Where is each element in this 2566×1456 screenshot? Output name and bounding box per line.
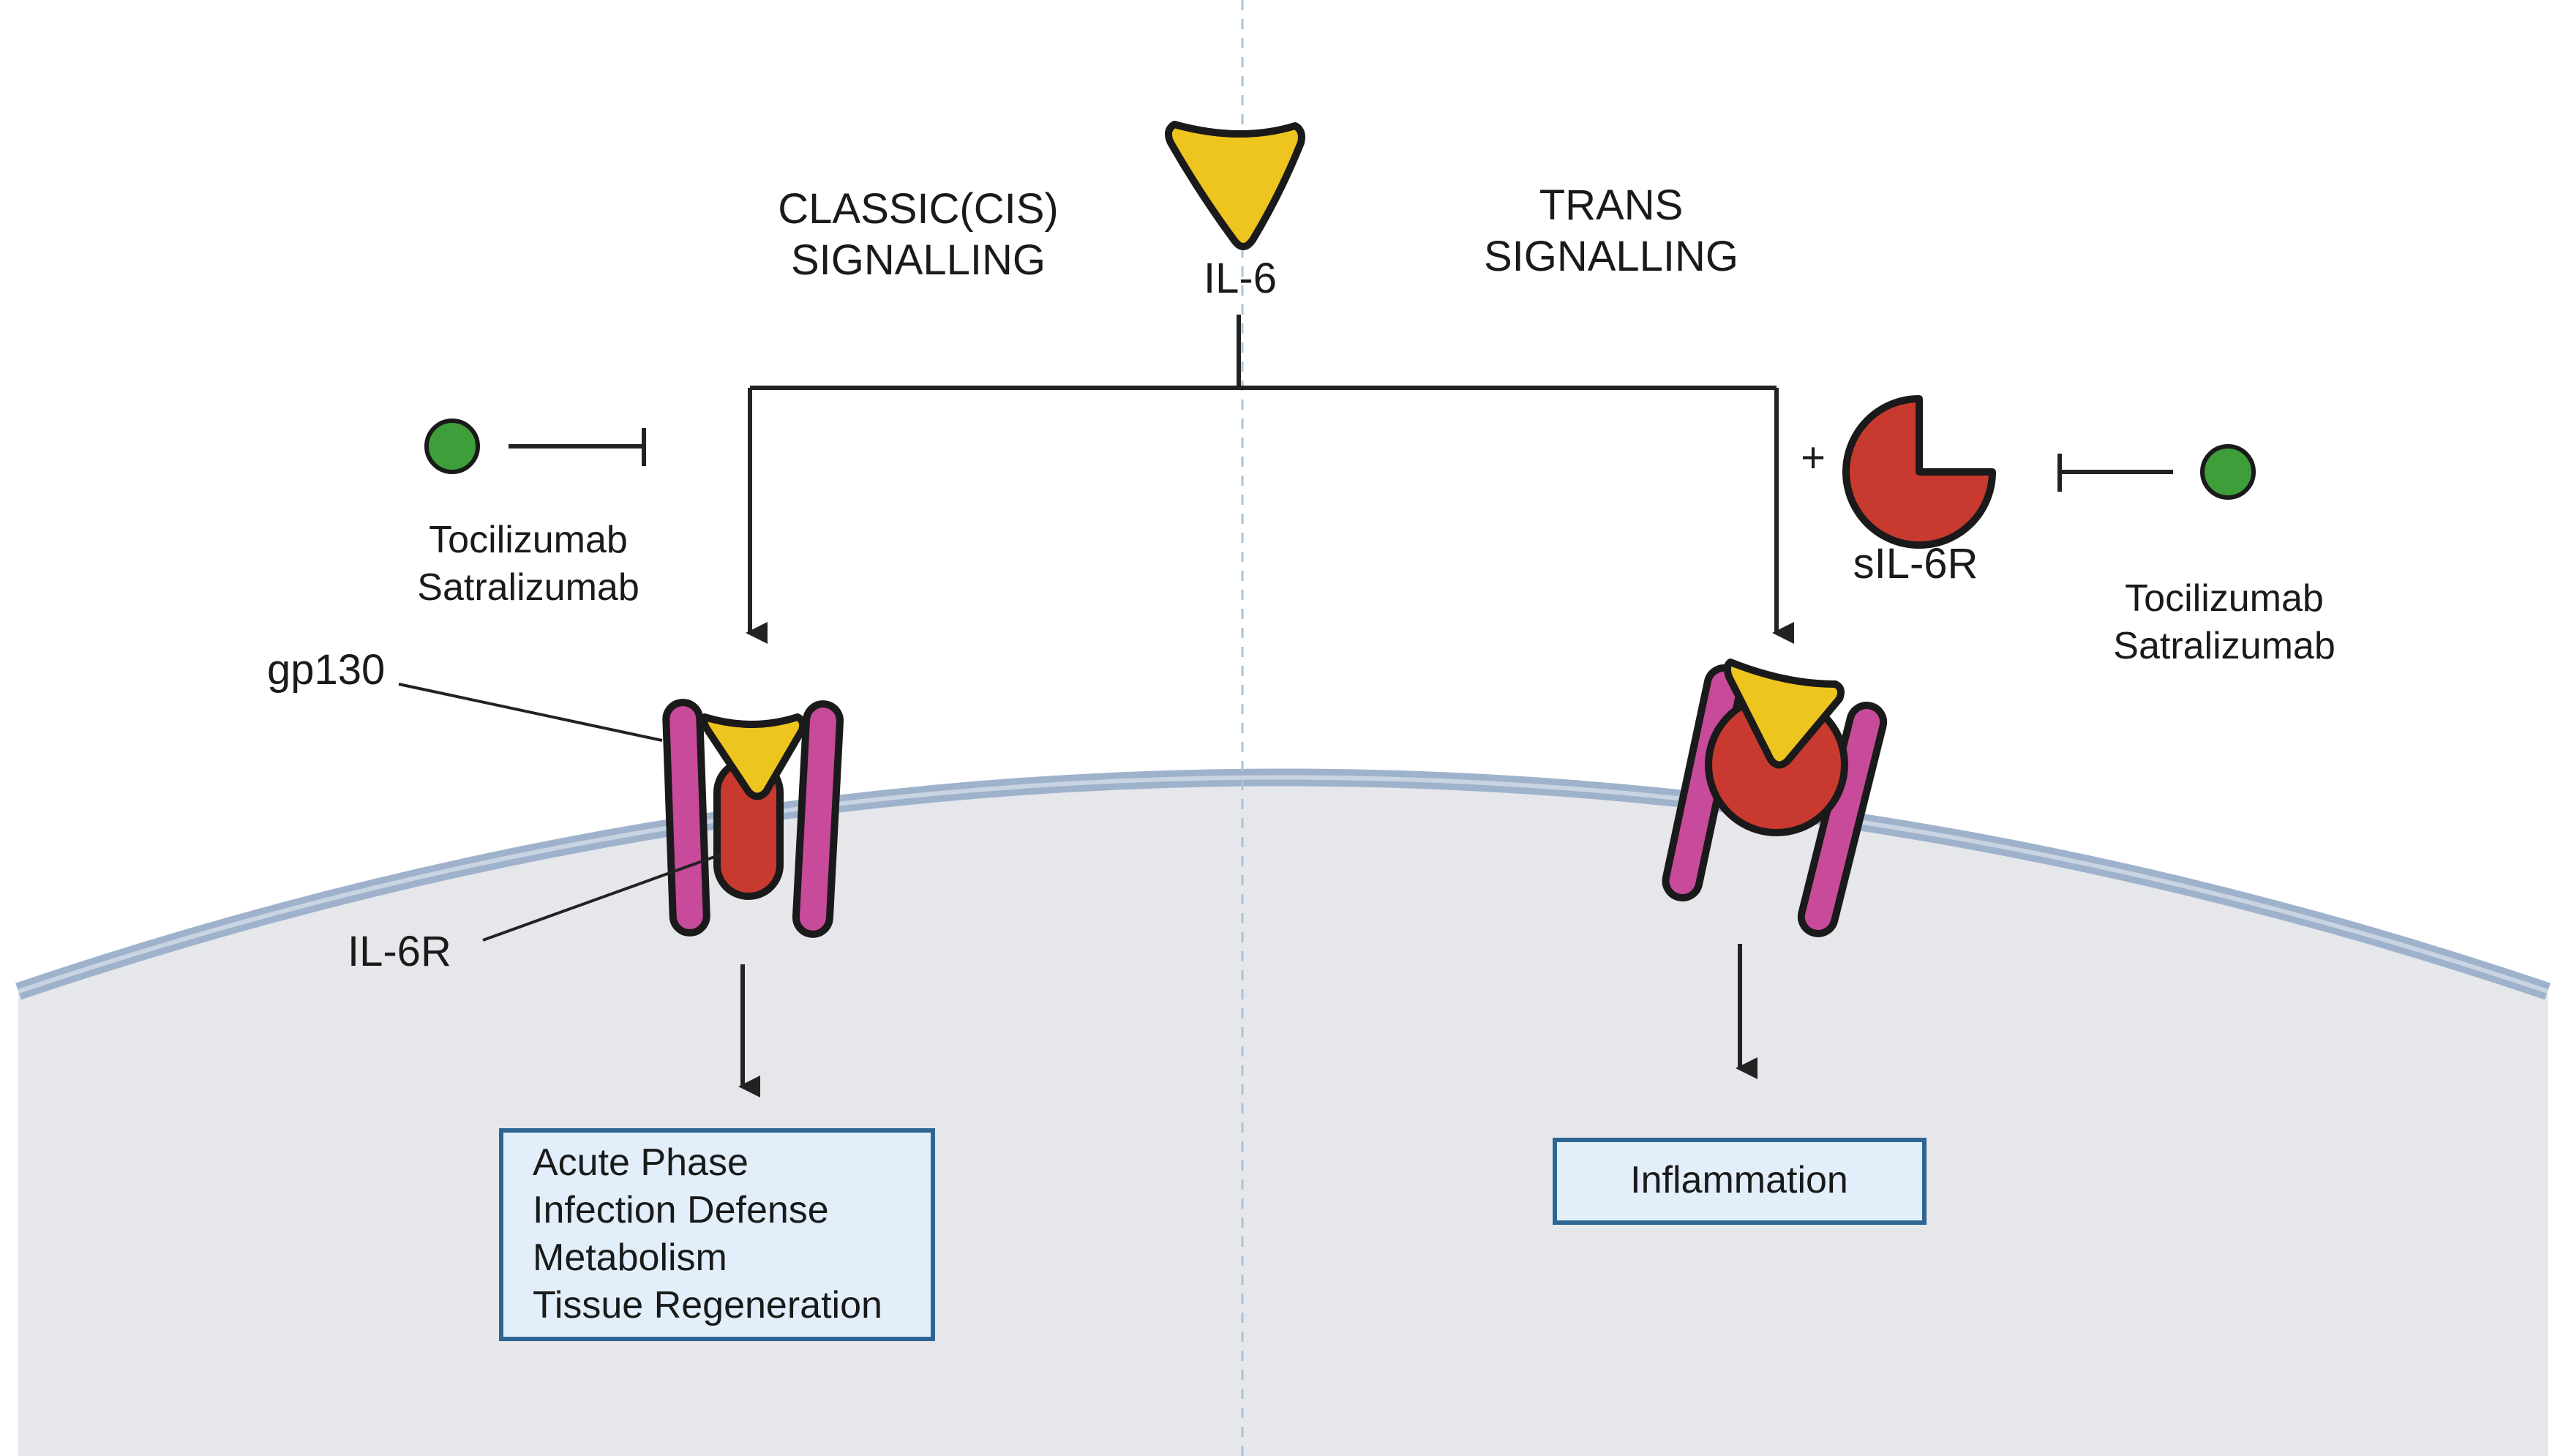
il6-bound-left-icon <box>700 713 807 800</box>
il6-bound-right-icon <box>1723 658 1845 769</box>
trans-receptor-complex <box>1662 658 1888 937</box>
sil6r-receptor-icon <box>1842 395 1996 549</box>
gp130-label: gp130 <box>267 646 385 694</box>
outcome-item: Acute Phase <box>533 1141 749 1184</box>
il6-label: IL-6 <box>1204 255 1277 302</box>
inhibition-left-symbol <box>509 428 646 466</box>
il6-ligand-icon <box>1164 121 1305 250</box>
classic-title-line1: CLASSIC(CIS) <box>778 185 1059 233</box>
gp130-left-bar-b <box>792 700 844 938</box>
classic-outcome-list: Acute Phase Infection Defense Metabolism… <box>533 1141 882 1326</box>
sil6r-label: sIL-6R <box>1853 540 1978 588</box>
drug-left-name-1: Tocilizumab <box>429 519 628 561</box>
plus-sign: + <box>1801 434 1826 481</box>
il6r-leader-line <box>482 853 721 942</box>
drug-left-name-2: Satralizumab <box>417 566 639 609</box>
inhibition-right-symbol <box>2057 454 2173 492</box>
trans-outcome-item: Inflammation <box>1630 1159 1848 1201</box>
classic-receptor-complex <box>662 699 844 938</box>
trans-title-line1: TRANS <box>1539 181 1684 229</box>
outcome-item: Tissue Regeneration <box>533 1284 882 1326</box>
classic-title-line2: SIGNALLING <box>791 236 1046 284</box>
classic-outcome-box <box>499 1128 935 1341</box>
trans-title-line2: SIGNALLING <box>1484 233 1738 280</box>
trans-outcome-box <box>1553 1138 1927 1225</box>
drug-right-name-2: Satralizumab <box>2113 625 2335 667</box>
gp130-leader-line <box>398 683 663 742</box>
drug-right-icon <box>2200 444 2256 500</box>
drug-left-icon <box>424 419 480 474</box>
outcome-item: Metabolism <box>533 1237 727 1279</box>
outcome-item: Infection Defense <box>533 1189 829 1231</box>
il6r-label: IL-6R <box>348 928 451 975</box>
gp130-left-bar-a <box>662 699 710 937</box>
pathway-connectors <box>746 315 1794 644</box>
cell-membrane-inner-line <box>18 775 2548 994</box>
drug-right-name-1: Tocilizumab <box>2125 577 2324 620</box>
